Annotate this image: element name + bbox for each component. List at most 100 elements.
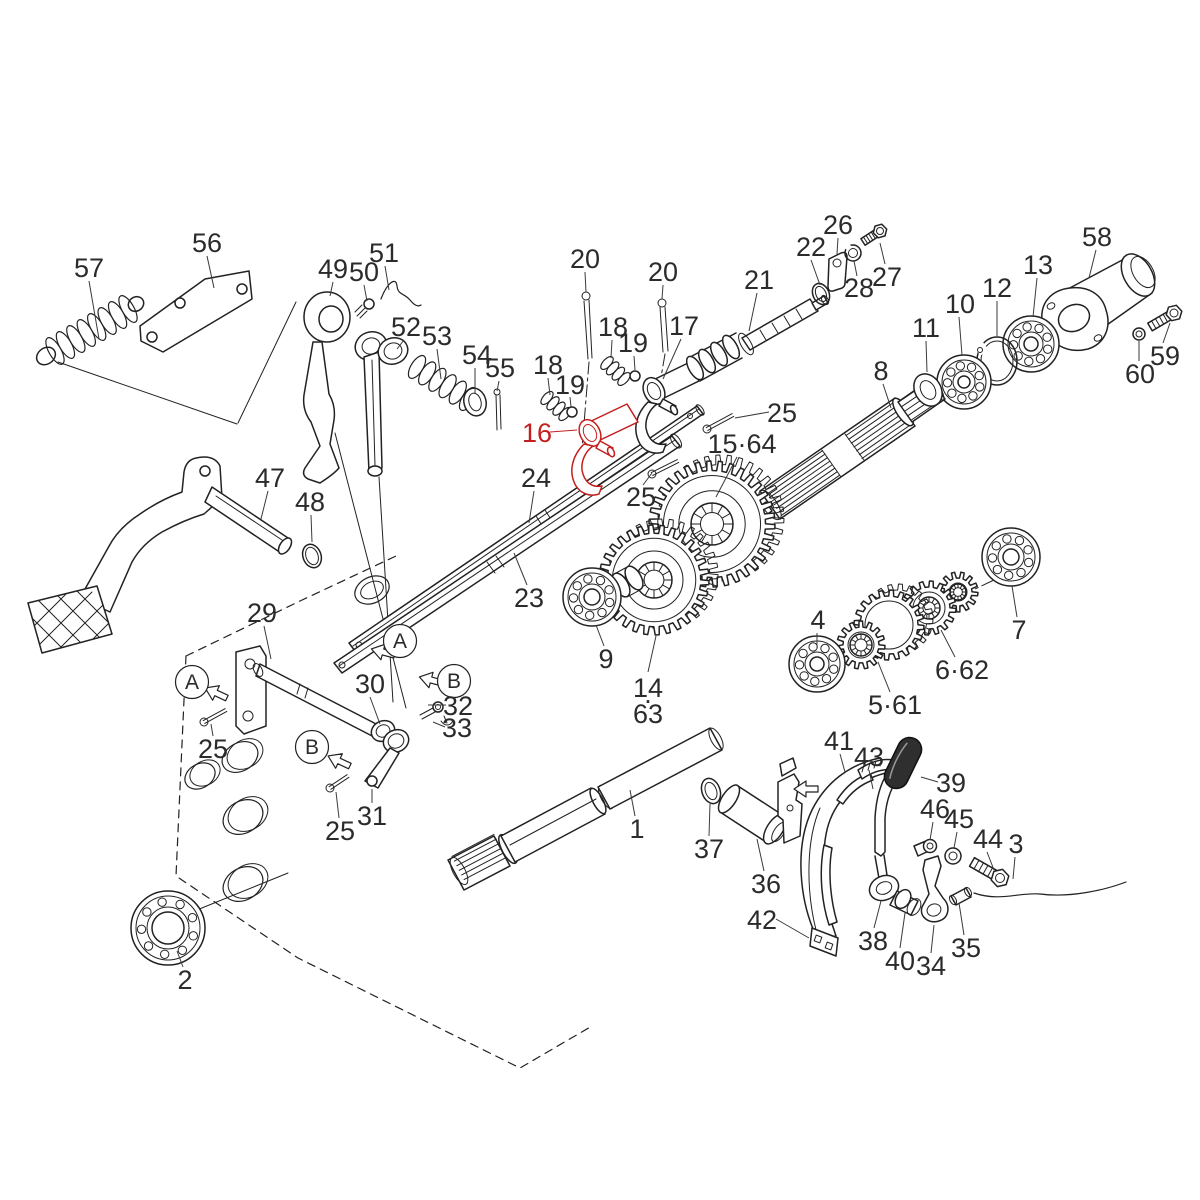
part-label-25: 25 — [734, 398, 797, 428]
part-label-29: 29 — [247, 598, 277, 660]
main-shaft-1 — [447, 727, 724, 891]
part-label-52: 52 — [391, 312, 421, 350]
part-number-text: 38 — [858, 926, 888, 956]
direction-arrow-icon — [204, 685, 229, 702]
part-label-60: 60 — [1125, 341, 1155, 389]
bushing-40 — [889, 888, 922, 916]
part-label-43: 43 — [854, 742, 884, 790]
o-ring-48 — [301, 543, 323, 569]
part-number-text: 55 — [485, 353, 515, 383]
part-number-text: 58 — [1082, 222, 1112, 252]
shift-arm-strap — [302, 341, 340, 484]
lock-wire-51 — [380, 280, 422, 307]
part-label-53: 53 — [422, 321, 452, 380]
part-label-16: 16 — [522, 418, 578, 448]
gear-cluster-right — [788, 527, 1041, 693]
part-label-13: 13 — [1023, 250, 1053, 318]
boss-38 — [868, 874, 900, 902]
part-number-text: 25 — [767, 398, 797, 428]
washer-45 — [944, 847, 962, 865]
part-label-40: 40 — [885, 912, 915, 976]
view-direction-arrows — [204, 643, 819, 798]
gear-6-62-rear — [937, 571, 979, 613]
part-label-11: 11 — [912, 313, 940, 373]
cotter-pin-25-bottom — [325, 774, 350, 793]
part-number-text: 50 — [349, 257, 379, 287]
part-number-text: 33 — [442, 713, 472, 743]
part-number-text: 63 — [633, 699, 663, 729]
part-label-20: 20 — [570, 244, 600, 293]
shift-fork-16-highlighted — [571, 403, 639, 496]
part-number-text: 10 — [945, 289, 975, 319]
pin-35 — [948, 886, 973, 906]
part-label-1: 1 — [629, 789, 645, 844]
part-label-23: 23 — [513, 552, 544, 613]
bearing-9 — [562, 567, 622, 627]
part-number-text: 30 — [355, 669, 385, 699]
part-number-text: 36 — [751, 869, 781, 899]
part-number-text: 15·64 — [707, 429, 776, 459]
arm-34 — [913, 840, 949, 923]
part-label-44: 44 — [973, 824, 1003, 871]
part-label-5-61: 5·61 — [868, 661, 922, 720]
part-label-8: 8 — [873, 356, 892, 409]
housing-ghost-outline — [57, 301, 593, 1069]
part-label-32: 32 — [428, 691, 473, 721]
clip-33 — [440, 715, 454, 726]
callout-b-2: B — [294, 729, 330, 765]
part-number-text: 45 — [944, 804, 974, 834]
part-label-50: 50 — [349, 257, 379, 302]
part-number-text: 19 — [618, 328, 648, 358]
bearing-2 — [130, 890, 206, 966]
arm-31 — [364, 728, 410, 789]
part-number-text: 41 — [824, 726, 854, 756]
part-number-text: 22 — [796, 232, 826, 262]
part-number-text: 34 — [916, 951, 946, 981]
part-number-text: 39 — [936, 768, 966, 798]
bearing-10 — [936, 354, 992, 410]
direction-arrow-icon — [327, 753, 352, 770]
part-number-text: 14 — [633, 673, 663, 703]
part-number-text: 12 — [982, 273, 1012, 303]
part-number-text: 20 — [648, 257, 678, 287]
housing-bore-holes — [184, 738, 269, 902]
part-number-text: 3 — [1008, 829, 1023, 859]
part-number-text: 11 — [912, 313, 940, 343]
shift-fork-17 — [635, 362, 700, 454]
knob-39 — [883, 736, 923, 790]
part-label-25: 25 — [198, 723, 228, 764]
callout-letter: A — [185, 671, 199, 694]
part-number-text: 60 — [1125, 359, 1155, 389]
part-label-57: 57 — [74, 253, 104, 340]
detent-ball-19-left — [566, 406, 578, 418]
part-label-4: 4 — [810, 605, 826, 649]
part-number-text: 7 — [1011, 615, 1026, 645]
part-label-22: 22 — [796, 232, 826, 286]
part-number-text: 56 — [192, 228, 222, 258]
part-label-26: 26 — [823, 210, 853, 255]
part-label-55: 55 — [485, 353, 515, 392]
part-number-text: 13 — [1023, 250, 1053, 280]
part-number-text: · — [644, 685, 653, 715]
part-number-text: 25 — [626, 482, 656, 512]
part-label-39: 39 — [920, 768, 966, 798]
part-number-text: 31 — [357, 801, 387, 831]
part-label-10: 10 — [945, 289, 975, 356]
part-number-text: 19 — [555, 370, 585, 400]
part-label-17: 17 — [662, 311, 699, 380]
part-label-14: 14 — [633, 673, 663, 703]
part-number-text: 26 — [823, 210, 853, 240]
part-label-56: 56 — [192, 228, 222, 289]
part-label-36: 36 — [751, 838, 781, 899]
part-number-text: 48 — [295, 487, 325, 517]
part-number-text: 43 — [854, 742, 884, 772]
o-ring-22 — [811, 282, 831, 306]
part-number-text: 49 — [318, 254, 348, 284]
part-number-text: 6·62 — [935, 655, 989, 685]
part-label-6-62: 6·62 — [935, 629, 989, 685]
bearing-7 — [981, 527, 1041, 587]
part-label-27: 27 — [872, 242, 902, 292]
part-label-31: 31 — [357, 789, 387, 831]
